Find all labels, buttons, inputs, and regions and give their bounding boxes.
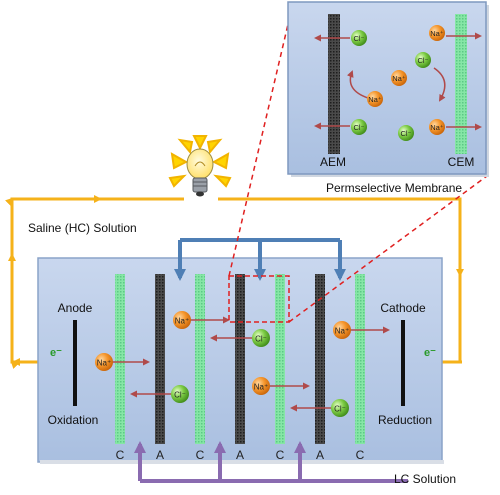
aem-label: AEM	[320, 155, 346, 169]
sodium-ion: Na⁺	[333, 321, 351, 339]
chloride-ion: Cl⁻	[331, 399, 349, 417]
cathode-label: Cathode	[380, 301, 426, 315]
svg-text:Na⁺: Na⁺	[254, 383, 268, 392]
cem-label: CEM	[448, 155, 475, 169]
cell-shadow	[40, 460, 444, 464]
aem-membrane	[155, 274, 165, 444]
external-circuit	[4, 195, 464, 370]
cem-membrane	[355, 274, 365, 444]
svg-text:Na⁺: Na⁺	[430, 123, 444, 132]
electron-label-left: e⁻	[50, 347, 62, 359]
svg-text:Cl⁻: Cl⁻	[400, 129, 411, 138]
svg-text:Cl⁻: Cl⁻	[255, 335, 267, 344]
membrane-label: A	[156, 448, 164, 462]
membrane-label: A	[316, 448, 324, 462]
zoom-line-left	[228, 19, 290, 277]
aem-membrane	[235, 274, 245, 444]
chloride-ion: Cl⁻	[415, 52, 431, 68]
chloride-ion: Cl⁻	[398, 125, 414, 141]
sodium-ion: Na⁺	[429, 25, 445, 41]
anode-label: Anode	[58, 301, 93, 315]
aem-membrane	[315, 274, 325, 444]
reduction-label: Reduction	[378, 413, 432, 427]
sodium-ion: Na⁺	[95, 353, 113, 371]
anode-electrode	[73, 320, 77, 406]
svg-text:Cl⁻: Cl⁻	[353, 34, 364, 43]
light-bulb-icon	[168, 135, 232, 197]
chloride-ions: Cl⁻ Cl⁻ Cl⁻	[171, 329, 349, 417]
chloride-ion: Cl⁻	[351, 30, 367, 46]
svg-text:Na⁺: Na⁺	[97, 359, 111, 368]
sodium-ion: Na⁺	[391, 70, 407, 86]
sodium-ion: Na⁺	[367, 91, 383, 107]
svg-text:Cl⁻: Cl⁻	[174, 391, 186, 400]
saline-inflow-arrows	[174, 238, 346, 281]
membrane-label: C	[356, 448, 365, 462]
lc-outflow-arrows	[134, 441, 408, 483]
membrane-label: C	[116, 448, 125, 462]
cathode-electrode	[401, 320, 405, 406]
membrane-label: C	[276, 448, 285, 462]
svg-text:Na⁺: Na⁺	[392, 74, 406, 83]
svg-text:Cl⁻: Cl⁻	[334, 405, 346, 414]
sodium-ion: Na⁺	[252, 377, 270, 395]
membrane-stack	[115, 274, 365, 444]
svg-text:Na⁺: Na⁺	[430, 29, 444, 38]
ion-migration-arrows	[112, 316, 390, 412]
electron-label-right: e⁻	[424, 347, 436, 359]
saline-solution-label: Saline (HC) Solution	[28, 221, 137, 235]
membrane-label: C	[196, 448, 205, 462]
inset-ion-arrows	[314, 32, 482, 131]
oxidation-label: Oxidation	[48, 413, 99, 427]
membrane-labels: C A C A C A C	[116, 448, 365, 462]
membrane-label: A	[236, 448, 244, 462]
chloride-ion: Cl⁻	[171, 385, 189, 403]
sodium-ion: Na⁺	[429, 119, 445, 135]
sodium-ions: Na⁺ Na⁺ Na⁺ Na⁺	[95, 311, 351, 395]
svg-text:Na⁺: Na⁺	[175, 317, 189, 326]
chloride-ion: Cl⁻	[351, 119, 367, 135]
inset-aem-membrane	[328, 14, 340, 154]
sodium-ion: Na⁺	[173, 311, 191, 329]
cem-membrane	[195, 274, 205, 444]
svg-text:Cl⁻: Cl⁻	[353, 123, 364, 132]
inset-ions: Cl⁻ Na⁺ Na⁺ Cl⁻ Na⁺ Cl⁻ Cl⁻ Na⁺	[351, 25, 445, 141]
cem-membrane	[275, 274, 285, 444]
permselective-membrane-label: Permselective Membrane	[326, 181, 462, 195]
cem-membrane	[115, 274, 125, 444]
svg-text:Na⁺: Na⁺	[368, 95, 382, 104]
svg-text:Na⁺: Na⁺	[335, 327, 349, 336]
permselective-inset	[287, 1, 487, 175]
inset-cem-membrane	[455, 14, 467, 154]
zoom-region	[228, 275, 290, 323]
chloride-ion: Cl⁻	[252, 329, 270, 347]
svg-text:Cl⁻: Cl⁻	[417, 56, 428, 65]
lc-solution-label: LC Solution	[394, 472, 456, 486]
